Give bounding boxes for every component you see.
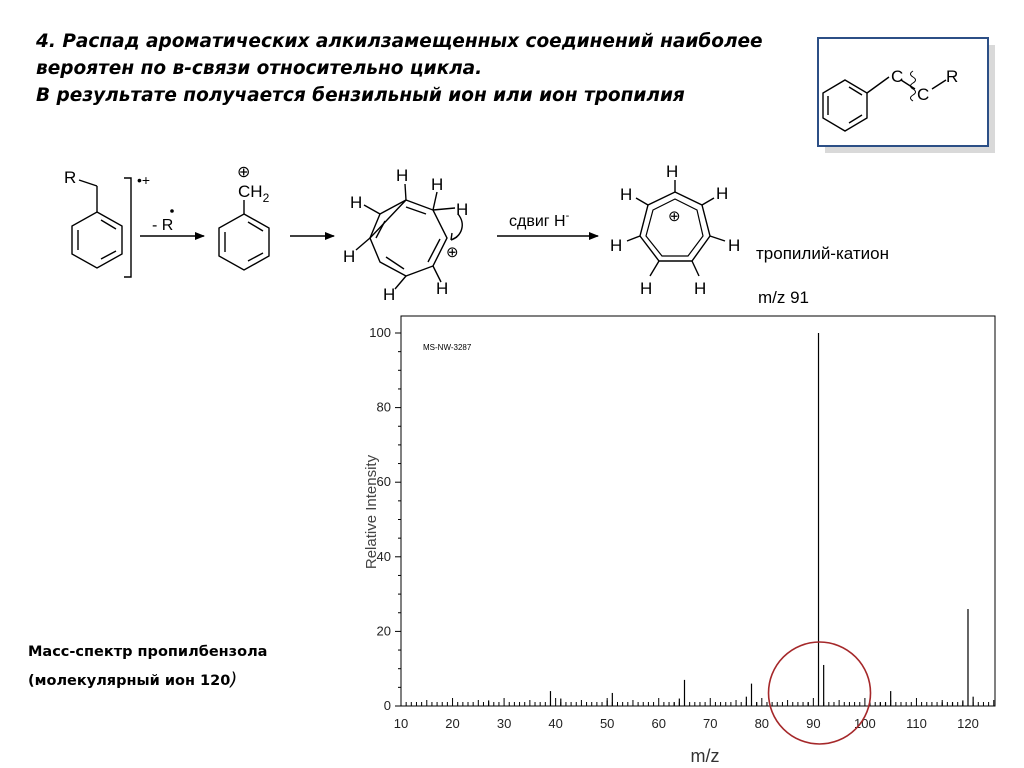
h-atom: H (620, 185, 632, 204)
h-atom: H (666, 162, 678, 181)
plus-icon: ⊕ (668, 208, 681, 225)
x-tick-label: 110 (906, 716, 927, 731)
h-atom: H (396, 166, 408, 185)
shift-label: сдвиг H- (509, 210, 570, 230)
y-tick-label: 60 (377, 474, 391, 489)
inset-c1: C (891, 67, 903, 86)
alkylbenzene-structure: R •+ (64, 168, 150, 278)
caption-line-2: (молекулярный ион 120) (28, 669, 238, 690)
inset-benzene-ring (822, 70, 947, 132)
plus-icon: ⊕ (237, 164, 250, 181)
x-tick-label: 100 (854, 716, 876, 731)
y-axis-ticks: 0 20 40 60 80 100 (369, 325, 401, 713)
caption-line-1: Масс-спектр пропилбензола (28, 644, 268, 660)
mz-91-highlight-circle (767, 641, 872, 745)
h-atom: H (350, 193, 362, 212)
plot-frame (400, 315, 996, 707)
h-atom: H (728, 236, 740, 255)
x-tick-label: 50 (600, 716, 614, 731)
r-substituent: R (64, 168, 76, 187)
cycloheptatriene-structure: H H H H H H H ⊕ (343, 166, 468, 304)
radical-dot (170, 209, 174, 213)
y-tick-label: 40 (377, 549, 391, 564)
inset-c2: C (917, 85, 929, 104)
h-atom: H (383, 285, 395, 304)
x-tick-label: 20 (445, 716, 459, 731)
x-tick-label: 80 (755, 716, 769, 731)
h-atom: H (436, 279, 448, 298)
y-tick-label: 20 (377, 623, 391, 638)
benzyl-cation-structure: ⊕ CH2 (218, 164, 270, 271)
plus-icon: ⊕ (446, 244, 459, 261)
x-tick-label: 60 (651, 716, 665, 731)
tropylium-label: тропилий-катион (756, 244, 889, 263)
x-tick-label: 120 (957, 716, 979, 731)
mz-91-label: m/z 91 (758, 288, 809, 307)
y-tick-label: 100 (369, 325, 391, 340)
tropylium-structure: ⊕ H H H H H H H (610, 162, 740, 298)
x-axis-label: m/z (691, 746, 720, 766)
spectrum-caption: Масс-спектр пропилбензола (молекулярный … (28, 638, 267, 695)
h-atom: H (431, 175, 443, 194)
x-tick-label: 30 (497, 716, 511, 731)
x-tick-label: 10 (394, 716, 408, 731)
heading-line-1: 4. Распад ароматических алкилзамещенных … (36, 31, 763, 52)
inset-r: R (946, 67, 958, 86)
slide-heading: 4. Распад ароматических алкилзамещенных … (36, 28, 816, 109)
x-tick-label: 90 (806, 716, 820, 731)
h-atom: H (610, 236, 622, 255)
h-atom: H (343, 247, 355, 266)
y-tick-label: 80 (377, 400, 391, 415)
h-atom: H (640, 279, 652, 298)
ch2-group: CH2 (238, 182, 270, 205)
x-axis-ticks: 10 20 30 40 50 60 70 80 90 100 110 120 (394, 698, 995, 731)
hydride-shift-arrow: сдвиг H- (497, 210, 599, 240)
mass-spectrum-chart: MS-NW-3287 Relative Intensity m/z 10 20 30… (363, 315, 996, 766)
x-tick-label: 70 (703, 716, 717, 731)
y-axis-label: Relative Intensity (363, 454, 380, 569)
heading-line-2: вероятен по в-связи относительно цикла. (36, 58, 483, 79)
x-tick-label: 40 (548, 716, 562, 731)
y-tick-label: 0 (384, 698, 391, 713)
loss-label: - R (152, 217, 173, 234)
inset-structure-box: C C R (817, 37, 995, 153)
loss-arrow: - R (140, 209, 205, 240)
highlight-circle (767, 641, 872, 745)
heading-line-3: В результате получается бензильный ион и… (36, 85, 685, 106)
spectrum-peaks (488, 333, 974, 706)
h-atom: H (716, 184, 728, 203)
spectrum-id: MS-NW-3287 (423, 343, 472, 352)
radical-cation-mark: •+ (137, 172, 150, 188)
h-atom: H (694, 279, 706, 298)
h-atom: H (456, 200, 468, 219)
